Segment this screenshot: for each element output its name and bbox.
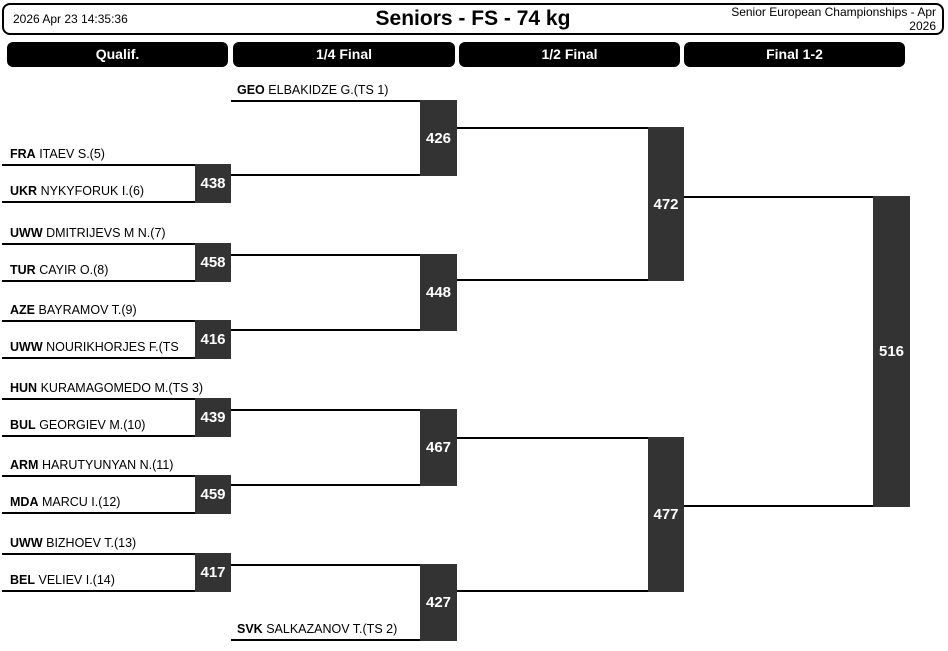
bracket-line (2, 475, 195, 477)
athlete-label: FRA ITAEV S.(5) (10, 147, 105, 162)
bracket-line (2, 435, 195, 437)
match-number-box: 477 (648, 437, 684, 592)
country-code: MDA (10, 495, 39, 509)
match-number-box: 516 (873, 196, 910, 507)
bracket-line (2, 553, 195, 555)
country-code: UKR (10, 184, 38, 198)
country-code: SVK (237, 622, 263, 636)
athlete-name: DMITRIJEVS M N.(7) (46, 226, 166, 240)
athlete-name: BIZHOEV T.(13) (46, 536, 137, 550)
bracket-line (457, 590, 648, 592)
match-number-box: 439 (195, 398, 231, 437)
match-number-box: 417 (195, 553, 231, 592)
bracket-line (231, 409, 420, 411)
match-number-box: 448 (420, 254, 457, 331)
country-code: UWW (10, 536, 43, 550)
country-code: TUR (10, 263, 36, 277)
athlete-name: HARUTYUNYAN N.(11) (41, 458, 174, 472)
bracket-line (2, 398, 195, 400)
round-header-quarterfinal: 1/4 Final (233, 42, 455, 67)
country-code: UWW (10, 226, 43, 240)
round-header-semifinal: 1/2 Final (459, 42, 680, 67)
match-number-box: 467 (420, 409, 457, 486)
bracket-line (457, 437, 648, 439)
bracket-line (2, 201, 195, 203)
athlete-name: VELIEV I.(14) (38, 573, 115, 587)
athlete-name: BAYRAMOV T.(9) (38, 303, 137, 317)
athlete-label: BUL GEORGIEV M.(10) (10, 418, 145, 433)
bracket-line (2, 280, 195, 282)
match-number-box: 416 (195, 320, 231, 359)
event-name: Senior European Championships - Apr 2026 (731, 5, 936, 33)
athlete-label: HUN KURAMAGOMEDO M.(TS 3) (10, 381, 203, 396)
bracket-line (2, 243, 195, 245)
category-title: Seniors - FS - 74 kg (375, 7, 571, 30)
bracket-line (231, 254, 420, 256)
country-code: FRA (10, 147, 36, 161)
bracket-line (683, 505, 873, 507)
athlete-label: UWW DMITRIJEVS M N.(7) (10, 226, 166, 241)
match-number-box: 459 (195, 475, 231, 514)
match-number-box: 438 (195, 164, 231, 203)
country-code: BUL (10, 418, 36, 432)
athlete-name: ITAEV S.(5) (39, 147, 105, 161)
header-box: 2026 Apr 23 14:35:36 Seniors - FS - 74 k… (2, 3, 944, 35)
athlete-name: NYKYFORUK I.(6) (40, 184, 145, 198)
athlete-label: BEL VELIEV I.(14) (10, 573, 115, 588)
country-code: GEO (237, 83, 265, 97)
athlete-name: NOURIKHORJES F.(TS (46, 340, 179, 354)
athlete-label: AZE BAYRAMOV T.(9) (10, 303, 137, 318)
match-number-box: 426 (420, 100, 457, 176)
round-header-final: Final 1-2 (684, 42, 905, 67)
country-code: HUN (10, 381, 38, 395)
athlete-label: ARM HARUTYUNYAN N.(11) (10, 458, 173, 473)
athlete-name: GEORGIEV M.(10) (39, 418, 146, 432)
country-code: ARM (10, 458, 39, 472)
country-code: AZE (10, 303, 35, 317)
athlete-label: TUR CAYIR O.(8) (10, 263, 108, 278)
athlete-label: UKR NYKYFORUK I.(6) (10, 184, 144, 199)
athlete-name: KURAMAGOMEDO M.(TS 3) (40, 381, 204, 395)
bracket-line (231, 484, 420, 486)
bracket-line (2, 164, 195, 166)
bracket-line (2, 320, 195, 322)
athlete-name: ELBAKIDZE G.(TS 1) (268, 83, 389, 97)
bracket-line (231, 564, 420, 566)
athlete-label: MDA MARCU I.(12) (10, 495, 120, 510)
bracket-line (683, 196, 873, 198)
bracket-line (231, 100, 420, 102)
country-code: UWW (10, 340, 43, 354)
round-header-qualification: Qualif. (7, 42, 228, 67)
bracket-line (457, 127, 648, 129)
match-number-box: 472 (648, 127, 684, 281)
athlete-label: UWW BIZHOEV T.(13) (10, 536, 136, 551)
athlete-label: SVK SALKAZANOV T.(TS 2) (237, 622, 397, 637)
athlete-name: SALKAZANOV T.(TS 2) (266, 622, 398, 636)
athlete-name: CAYIR O.(8) (39, 263, 109, 277)
bracket-line (2, 590, 195, 592)
match-number-box: 458 (195, 243, 231, 282)
print-timestamp: 2026 Apr 23 14:35:36 (13, 12, 128, 26)
athlete-name: MARCU I.(12) (41, 495, 121, 509)
bracket-line (2, 357, 195, 359)
bracket-line (231, 639, 420, 641)
bracket-line (2, 512, 195, 514)
athlete-label: GEO ELBAKIDZE G.(TS 1) (237, 83, 388, 98)
bracket-line (457, 279, 648, 281)
athlete-label: UWW NOURIKHORJES F.(TS (10, 340, 179, 355)
bracket-line (231, 329, 420, 331)
bracket-line (231, 174, 420, 176)
match-number-box: 427 (420, 564, 457, 641)
country-code: BEL (10, 573, 35, 587)
